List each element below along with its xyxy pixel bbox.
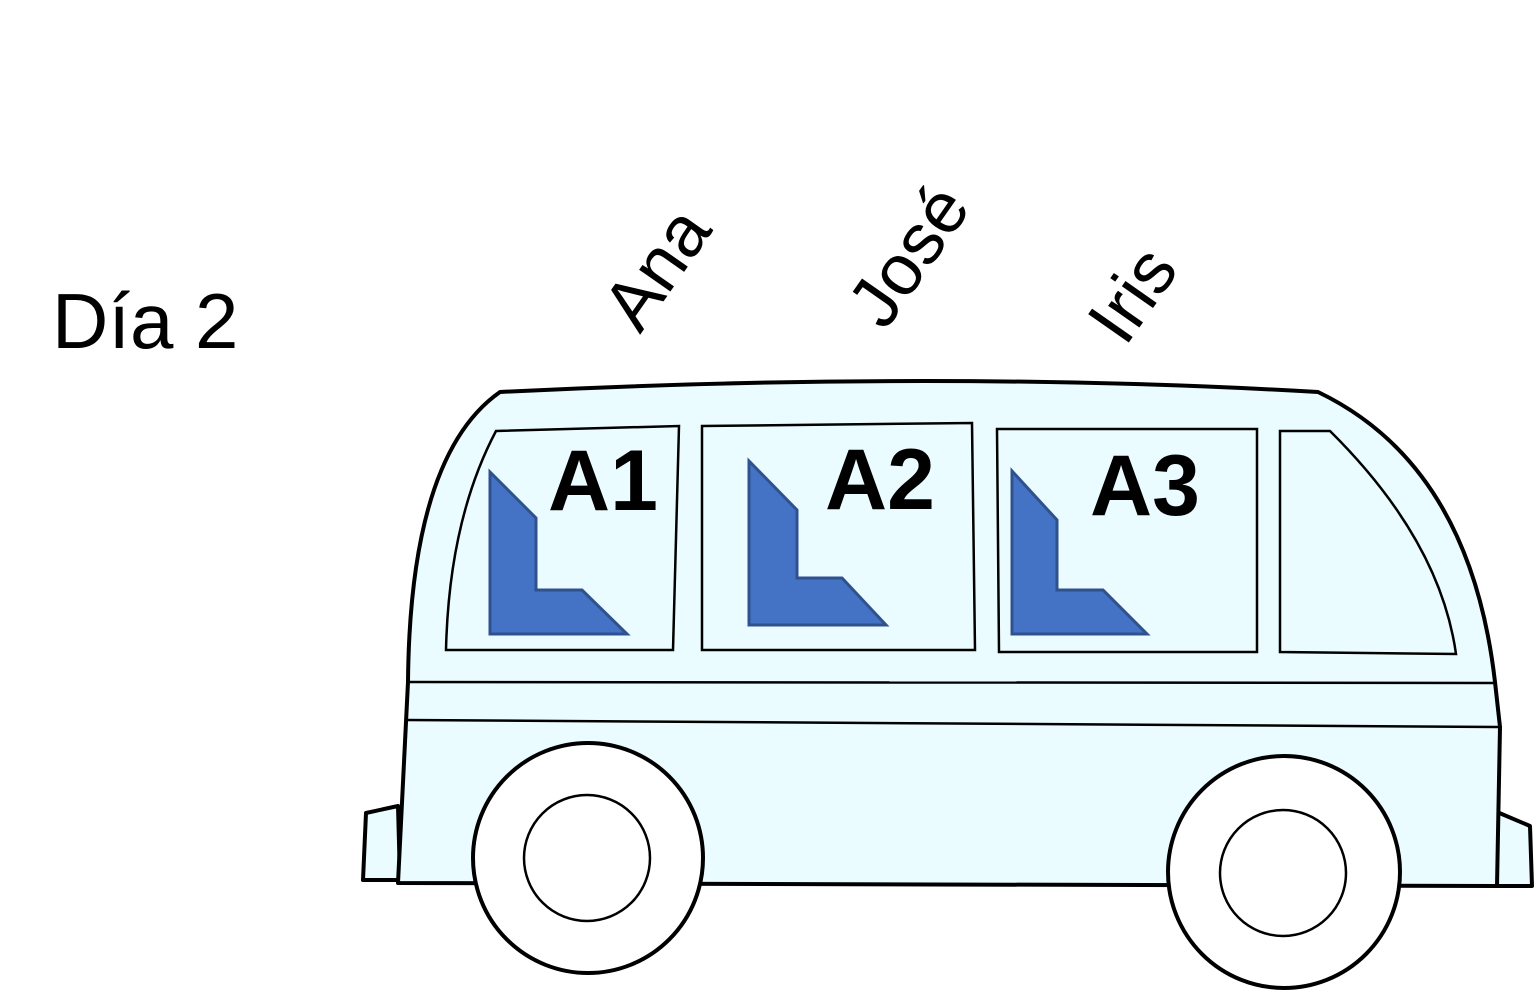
- van: A1 A2 A3: [361, 379, 1534, 990]
- body-trim-line-lower: [405, 718, 1499, 729]
- front-bumper: [1495, 810, 1534, 888]
- rear-wheel-hub: [522, 793, 652, 923]
- passenger-name-1: Ana: [588, 193, 728, 345]
- seat-label-1: A1: [548, 433, 658, 529]
- day-label: Día 2: [52, 277, 238, 365]
- windshield: [1278, 429, 1458, 656]
- seat-label-3: A3: [1090, 438, 1200, 534]
- seat-1-icon: [488, 468, 631, 636]
- passenger-name-3: Iris: [1073, 233, 1194, 358]
- body-trim-line-upper: [405, 680, 1496, 685]
- seat-2-icon: [747, 457, 890, 627]
- rear-bumper: [361, 804, 402, 882]
- passenger-name-2: José: [833, 171, 986, 341]
- seat-3-icon: [1010, 467, 1151, 636]
- front-wheel-hub: [1218, 808, 1348, 938]
- seat-label-2: A2: [825, 432, 935, 528]
